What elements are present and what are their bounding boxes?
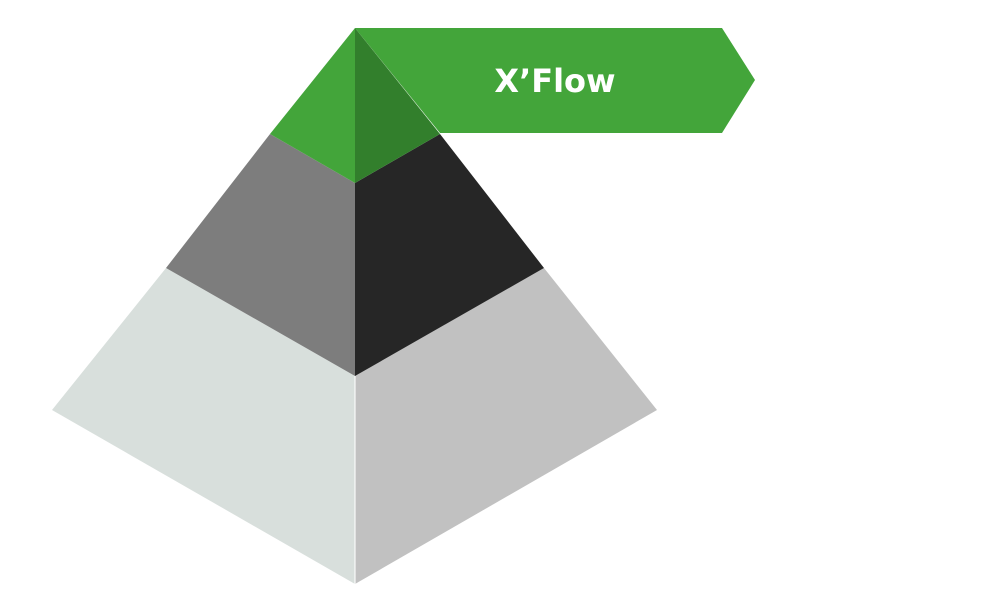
flag-banner (355, 28, 755, 133)
bottom-tier-left-face (52, 268, 355, 584)
middle-tier-right-face (355, 134, 544, 376)
top-tier-right-face (355, 28, 440, 183)
middle-tier-left-face (166, 134, 355, 376)
top-tier-left-face (270, 28, 355, 183)
bottom-tier-right-face (355, 268, 657, 584)
flag-label: X’Flow (494, 62, 615, 100)
